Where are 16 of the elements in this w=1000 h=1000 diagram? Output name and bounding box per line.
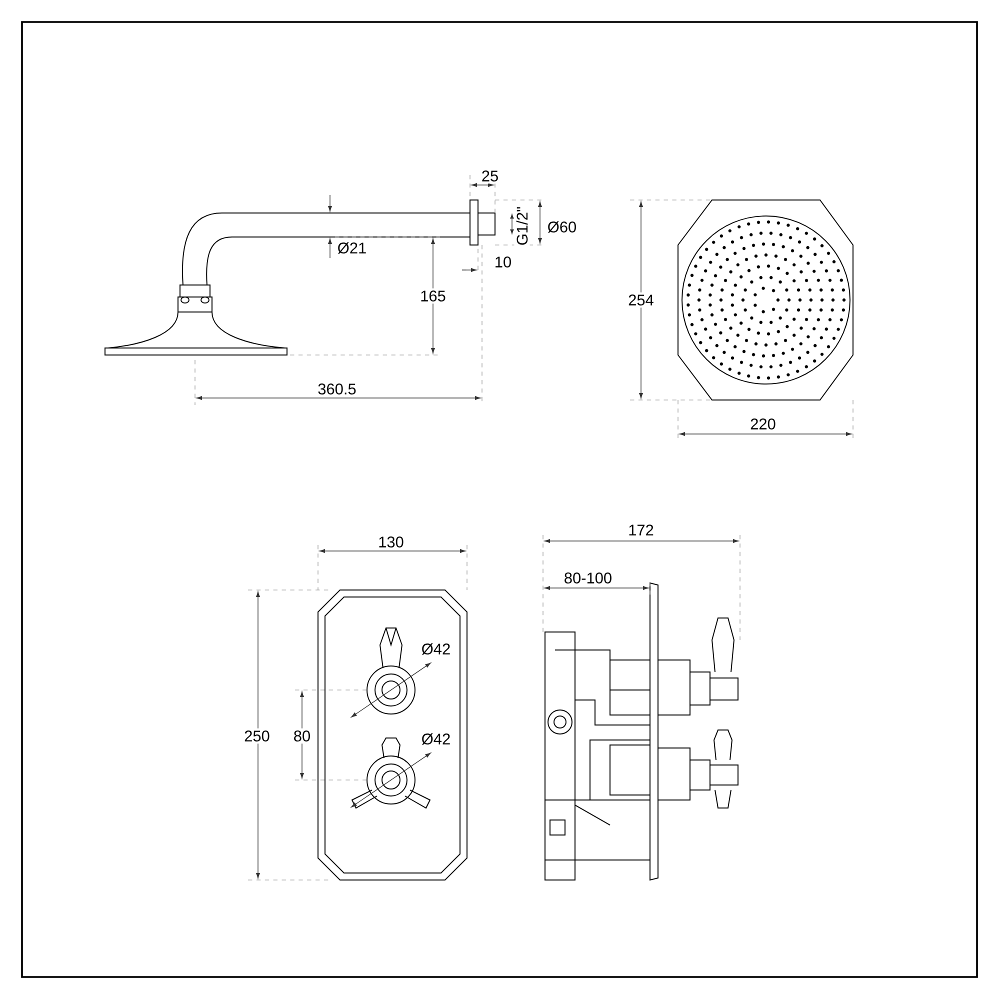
dimension-label: 25 bbox=[479, 168, 501, 184]
dimension-label: Ø21 bbox=[335, 240, 369, 256]
dimension-label: 220 bbox=[748, 416, 778, 432]
dimension-label: 165 bbox=[418, 288, 448, 304]
dimension-label: 360.5 bbox=[316, 381, 358, 397]
dimension-label: Ø60 bbox=[545, 219, 579, 235]
dimension-label: G1/2" bbox=[514, 204, 530, 248]
dimension-label: 254 bbox=[626, 292, 656, 308]
dimension-label: 80 bbox=[291, 728, 313, 744]
dimension-label: 130 bbox=[376, 534, 406, 550]
dimension-label: 250 bbox=[242, 728, 272, 744]
dimension-label: 10 bbox=[492, 254, 514, 270]
dimension-label: 172 bbox=[626, 522, 656, 538]
dimension-label: Ø42 bbox=[419, 641, 453, 657]
dimension-label: Ø42 bbox=[419, 731, 453, 747]
dimension-label: 80-100 bbox=[562, 570, 614, 586]
